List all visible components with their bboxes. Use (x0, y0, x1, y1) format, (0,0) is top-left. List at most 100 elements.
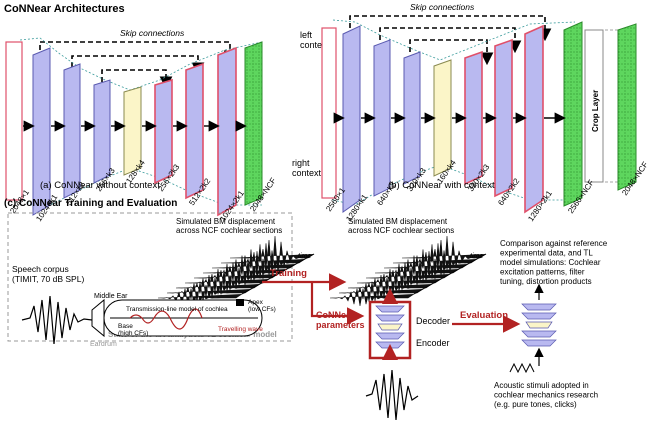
encoder-layer-b3 (403, 51, 421, 185)
section-a-dotted (19, 37, 263, 211)
base-line: (high CFs) (118, 330, 148, 337)
apex-line: (low CFs) (248, 306, 276, 313)
evaluated-connear-stack (521, 303, 557, 347)
waterfall-trace (221, 243, 306, 280)
speech-corpus-label: Speech corpus(TIMIT, 70 dB SPL) (12, 264, 84, 284)
decoder-layer-b2 (494, 38, 513, 198)
waterfall-trace (338, 281, 424, 303)
time-axis-label: time (298, 253, 311, 260)
evaluation-label: Evaluation (460, 310, 508, 321)
waterfall-trace (356, 269, 442, 295)
time-axis (413, 253, 487, 295)
section-a-layers (5, 41, 263, 217)
bmleft-line: across NCF cochlear sections (176, 226, 282, 235)
rightctx-line: context (292, 168, 322, 178)
waterfall-trace (211, 249, 297, 284)
params-line: parameters (316, 320, 365, 330)
comparison-line: model simulations: Cochlear (500, 258, 601, 267)
waterfall-trace (383, 249, 469, 284)
section-c-heading: (c) CoNNear Training and Evaluation (4, 198, 177, 209)
waterfall-trace (193, 262, 279, 291)
waterfall-trace (230, 236, 315, 275)
stimuli-line: cochlear mechanics research (494, 391, 598, 400)
section-b-skip-label: Skip connections (410, 2, 475, 12)
cochlea-schematic (91, 298, 263, 338)
encoder-label: Encoder (416, 338, 450, 348)
bm-waterfall-right: time (329, 236, 487, 307)
tl-model-frame (7, 212, 293, 342)
bottleneck-layer-a (123, 86, 142, 176)
encoder-layer-b2 (373, 39, 391, 197)
tl-model-label: Transmission-line model of cochlea (126, 306, 228, 313)
input-waveform-bottom (365, 369, 419, 421)
crop-layer (584, 29, 604, 183)
decoder-layer-a3 (217, 46, 237, 217)
section-b-skips (349, 15, 552, 66)
waterfall-trace (393, 243, 478, 280)
waterfall-trace (175, 274, 261, 299)
leftctx-line: context (300, 40, 330, 50)
time-axis-label: time (470, 253, 483, 260)
speech-waveform (21, 295, 93, 345)
decoder-layer-a2 (185, 62, 204, 200)
speech-line: Speech corpus (12, 264, 69, 274)
training-label: Training (270, 268, 307, 279)
waterfall-trace (365, 262, 451, 291)
speech-line: (TIMIT, 70 dB SPL) (12, 274, 84, 284)
bm-waterfall-left: time (157, 236, 315, 307)
pure-tone-icon (509, 362, 535, 374)
encoder-layer-a2 (63, 63, 81, 199)
decoder-layer-b1 (464, 50, 483, 186)
travelling-wave-label: Travelling wave (218, 326, 263, 333)
section-a-caption: (a) CoNNear without context (40, 180, 160, 191)
comparison-line: experimental data, and TL (500, 249, 593, 258)
apex-line: Apex (248, 299, 264, 306)
comparison-line: tuning, distortion products (500, 277, 592, 286)
base-label: Base(high CFs) (118, 323, 148, 337)
encoder-layer-b1 (342, 25, 361, 213)
comparison-line: Comparison against reference (500, 239, 608, 248)
comparison-line: excitation patterns, filter (500, 268, 585, 277)
base-line: Base (118, 323, 133, 330)
leftctx-line: left (300, 30, 313, 40)
input-layer-b (321, 27, 337, 199)
encoder-layer-a1 (32, 47, 51, 216)
section-a-heading: CoNNear Architectures (4, 3, 125, 15)
section-b-layers (321, 21, 637, 214)
waterfall-trace (402, 236, 487, 275)
eardrum-label: Eardrum (90, 341, 117, 348)
middle-ear-label: Middle Ear (94, 293, 128, 300)
decoder-layer-b3 (524, 24, 544, 214)
section-a-skips (39, 41, 237, 90)
params-line: CoNNear (316, 310, 355, 320)
section-a-skip-label: Skip connections (120, 28, 185, 38)
crop-layer-label: Crop Layer (591, 90, 600, 132)
waterfall-trace (202, 255, 288, 287)
cropped-output-layer (617, 23, 637, 191)
stimuli-line: (e.g. pure tones, clicks) (494, 400, 577, 409)
apex-label: Apex(low CFs) (248, 299, 276, 313)
waterfall-trace (374, 255, 460, 287)
section-b-caption: (b) CoNNear with context (388, 180, 495, 191)
decoder-layer-a1 (154, 78, 173, 185)
input-layer-a (5, 41, 23, 201)
decoder-label: Decoder (416, 316, 450, 326)
bmright-line: across NCF cochlear sections (348, 226, 454, 235)
waterfall-trace (184, 269, 270, 295)
bmright-line: Simulated BM displacement (348, 217, 448, 226)
training-arrow (262, 273, 365, 325)
rightctx-line: right (292, 158, 310, 168)
waterfall-trace (166, 281, 252, 303)
time-axis (241, 253, 315, 295)
bmleft-line: Simulated BM displacement (176, 217, 276, 226)
stimuli-line: Acoustic stimuli adopted in (494, 381, 589, 390)
encoder-layer-a3 (93, 79, 111, 184)
